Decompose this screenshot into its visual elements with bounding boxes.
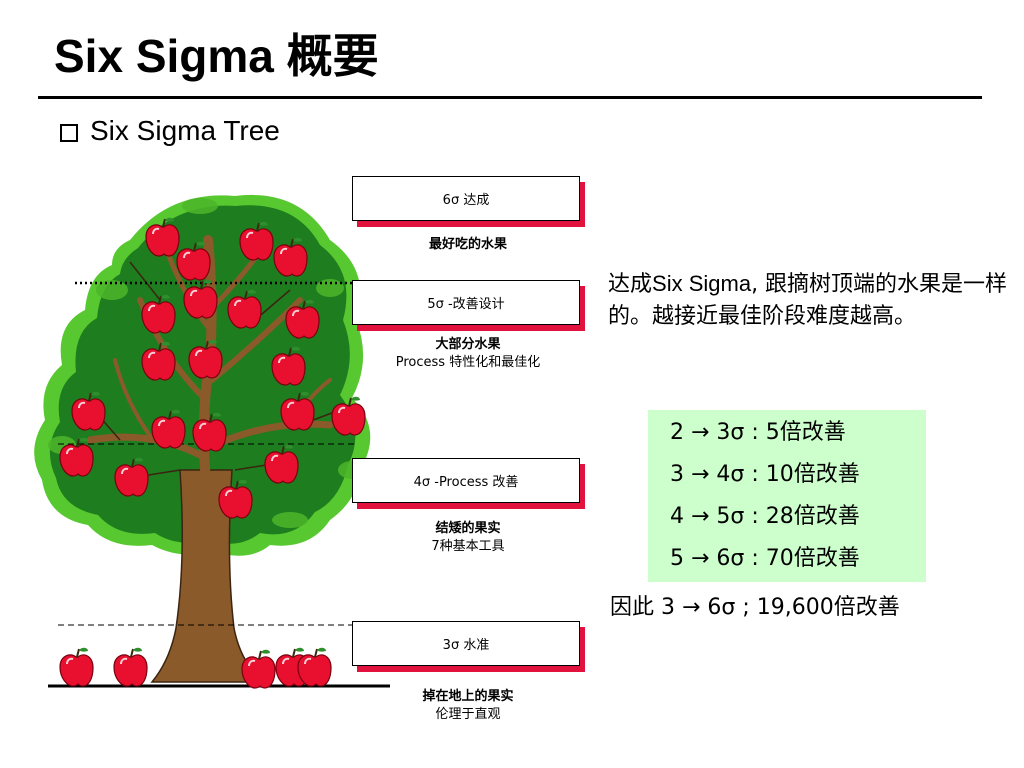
level-3-sigma-label: 3σ 水准 [442,638,490,653]
page-title: Six Sigma 概要 [54,30,379,82]
level-3-sigma-box: 3σ 水准 [352,621,580,666]
tree-description: 达成Six Sigma, 跟摘树顶端的水果是一样的。越接近最佳阶段难度越高。 [608,268,1014,333]
level-5-sigma-caption: 大部分水果 Process 特性化和最佳化 [358,336,578,372]
level-6-sigma-label: 6σ 达成 [442,193,490,208]
conclusion-text: 因此 3 → 6σ ; 19,600倍改善 [610,595,900,620]
apple-icon [113,646,148,687]
level-5-sigma-label: 5σ -改善设计 [427,297,505,312]
level-3-sigma-caption: 掉在地上的果实 伦理于直观 [358,688,578,724]
level-5-sigma-box: 5σ -改善设计 [352,280,580,325]
section-heading: Six Sigma Tree [60,113,280,149]
level-4-sigma-box: 4σ -Process 改善 [352,458,580,503]
description-part-3: , 跟摘树顶端的水果是一样的。越接近最佳阶段难度越高。 [608,272,1008,329]
level-4-sigma-caption-regular: 7种基本工具 [431,539,505,554]
improvement-row: 5 → 6σ : 70倍改善 [670,546,860,571]
level-4-sigma-caption: 结矮的果实 7种基本工具 [358,520,578,556]
apple-icon [59,646,94,687]
level-3-sigma-caption-bold: 掉在地上的果实 [422,689,514,704]
improvement-row: 3 → 4σ : 10倍改善 [670,462,860,487]
apple-icon [297,646,332,687]
level-4-sigma-caption-bold: 结矮的果实 [435,521,501,536]
description-part-2: Six Sigma [652,271,752,296]
level-6-sigma-caption: 最好吃的水果 [358,236,578,254]
section-heading-text: Six Sigma Tree [90,115,280,146]
improvement-row: 2 → 3σ : 5倍改善 [670,420,846,445]
title-divider [38,96,982,99]
level-6-sigma-box: 6σ 达成 [352,176,580,221]
improvement-row: 4 → 5σ : 28倍改善 [670,504,860,529]
level-4-sigma-label: 4σ -Process 改善 [413,475,519,490]
level-6-sigma-caption-bold: 最好吃的水果 [428,237,507,252]
improvement-table: 2 → 3σ : 5倍改善 3 → 4σ : 10倍改善 4 → 5σ : 28… [648,410,926,582]
level-5-sigma-caption-bold: 大部分水果 [435,337,501,352]
level-5-sigma-caption-regular: Process 特性化和最佳化 [395,355,541,370]
checkbox-bullet-icon [60,124,78,142]
apple-icon [241,648,276,689]
level-3-sigma-caption-regular: 伦理于直观 [435,707,501,722]
description-part-1: 达成 [608,272,653,297]
